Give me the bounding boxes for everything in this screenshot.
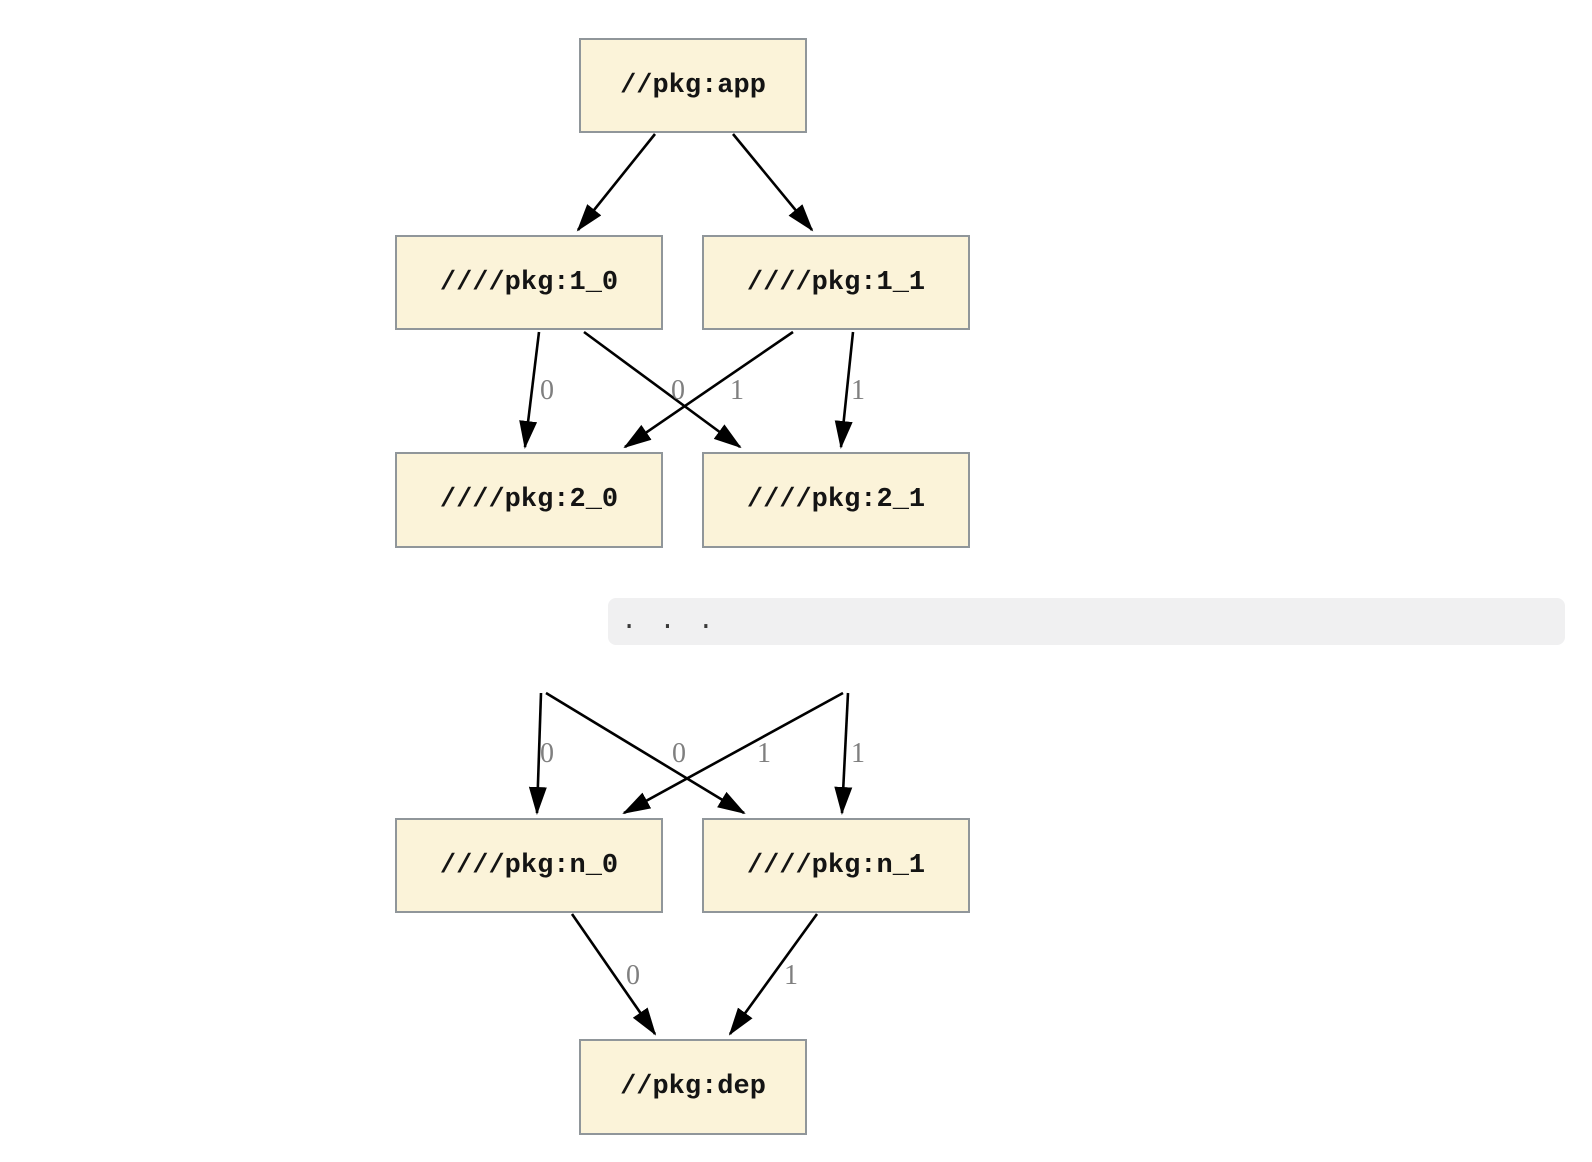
edge-1-0-to-2-1 <box>583 330 742 449</box>
edge-label-1-1-to-2-1: 1 <box>851 375 865 406</box>
edge-1-1-to-2-0 <box>623 330 794 449</box>
edge-label-ellipsis-right-to-n-0: 0 <box>672 738 686 769</box>
edge-label-ellipsis-left-to-n-0: 0 <box>540 738 554 769</box>
graph-node-app: //pkg:app <box>579 38 807 133</box>
ellipsis-bar: . . . <box>608 598 1565 645</box>
edge-ellipsis-left-to-n-0 <box>528 692 547 815</box>
edge-1-0-to-2-0 <box>519 331 541 449</box>
graph-node-dep: //pkg:dep <box>579 1039 807 1135</box>
edge-label-1-1-to-2-0: 0 <box>671 375 685 406</box>
graph-node-n-0: ////pkg:n_0 <box>395 818 663 913</box>
graph-node-1-1: ////pkg:1_1 <box>702 235 970 330</box>
graph-node-1-0: ////pkg:1_0 <box>395 235 663 330</box>
edge-label-1-0-to-2-0: 0 <box>540 375 554 406</box>
edge-ellipsis-right-to-n-0 <box>622 691 844 815</box>
edge-ellipsis-right-to-n-1 <box>834 692 853 815</box>
edge-label-n-1-to-dep: 1 <box>784 960 798 991</box>
edge-label-n-0-to-dep: 0 <box>626 960 640 991</box>
edge-app-to-1-0 <box>576 133 657 232</box>
graph-node-2-0: ////pkg:2_0 <box>395 452 663 548</box>
edge-1-1-to-2-1 <box>834 331 855 449</box>
edge-label-ellipsis-left-to-n-1: 1 <box>757 738 771 769</box>
edge-label-ellipsis-right-to-n-1: 1 <box>851 738 865 769</box>
edge-n-1-to-dep <box>728 913 819 1036</box>
edge-n-0-to-dep <box>570 913 657 1036</box>
edge-app-to-1-1 <box>731 133 814 232</box>
edge-label-1-0-to-2-1: 1 <box>730 375 744 406</box>
graph-node-n-1: ////pkg:n_1 <box>702 818 970 913</box>
graph-node-2-1: ////pkg:2_1 <box>702 452 970 548</box>
edge-ellipsis-left-to-n-1 <box>545 691 746 815</box>
